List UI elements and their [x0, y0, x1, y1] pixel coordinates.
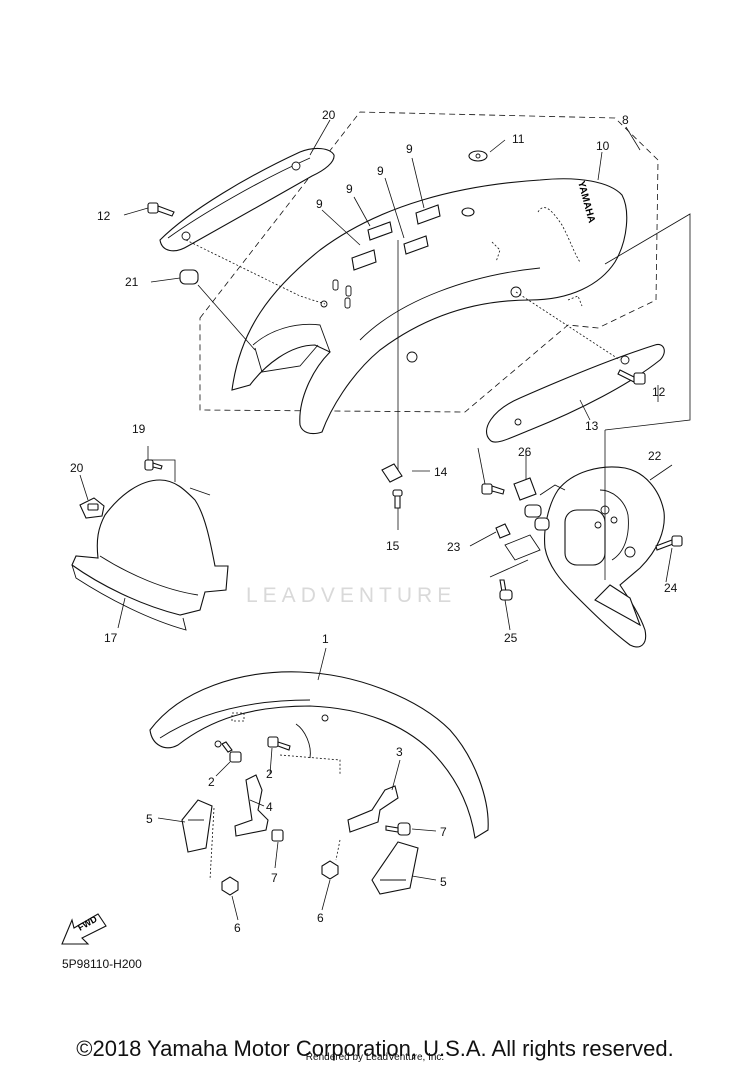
reflector-left[interactable]: [181, 799, 213, 853]
right-side-rail[interactable]: [485, 343, 665, 443]
grommet[interactable]: [179, 269, 199, 285]
callout-13: 13: [585, 419, 599, 433]
callout-12-right: 12: [652, 385, 666, 399]
copyright-notice: ©2018 Yamaha Motor Corporation, U.S.A. A…: [76, 1036, 674, 1061]
callout-labels: 20 8 10 11 9 9 9 9 12 21 12 13 14 15 22 …: [70, 108, 678, 935]
left-side-rail[interactable]: [159, 147, 335, 252]
callout-11: 11: [512, 132, 525, 146]
callout-20: 24: [664, 581, 678, 595]
callout-3: 3: [396, 745, 403, 759]
nut-6-left[interactable]: [221, 876, 239, 896]
callout-26: 20: [70, 461, 84, 475]
callout-14: 20: [322, 108, 336, 122]
callout-9-d: 9: [316, 197, 323, 211]
license-light-pieces: [524, 484, 566, 531]
bracket-4[interactable]: [234, 774, 269, 837]
leadventure-watermark: LEADVENTURE: [246, 584, 457, 607]
bracket-19[interactable]: [495, 523, 541, 561]
callout-18: 22: [648, 449, 662, 463]
reflector-labels[interactable]: [351, 204, 441, 271]
callout-17: 21: [125, 275, 139, 289]
callout-2-right: 2: [266, 767, 273, 781]
callout-10: 10: [596, 139, 610, 153]
callout-2-left: 2: [208, 775, 215, 789]
bolt-left-rail[interactable]: [147, 202, 175, 217]
screw-23[interactable]: [481, 483, 505, 495]
callout-16: 15: [386, 539, 400, 553]
bolt-21[interactable]: [499, 579, 513, 601]
callout-6-right: 6: [317, 911, 324, 925]
bolt-2-right[interactable]: [267, 736, 291, 751]
callout-4: 4: [266, 800, 273, 814]
callout-19: 23: [447, 540, 461, 554]
callout-21: 25: [504, 631, 518, 645]
leader-lines: [79, 119, 691, 921]
rendered-by-notice: Rendered by LeadVenture, Inc.: [305, 1052, 445, 1063]
bolt-7-left[interactable]: [271, 829, 284, 842]
callout-9-c: 9: [346, 182, 353, 196]
clip-nut[interactable]: [381, 463, 403, 483]
callout-1: 1: [322, 632, 329, 646]
callout-7-left: 7: [271, 871, 278, 885]
mud-flap[interactable]: [71, 479, 229, 631]
front-fender[interactable]: [149, 671, 489, 839]
callout-9-b: 9: [377, 164, 384, 178]
bolt-right-rail[interactable]: [617, 369, 646, 385]
bolt-20[interactable]: [655, 535, 683, 551]
callout-22: 26: [518, 445, 532, 459]
clip-26[interactable]: [79, 497, 105, 519]
callout-5-right: 5: [440, 875, 447, 889]
callout-6-left: 6: [234, 921, 241, 935]
screw-16[interactable]: [392, 489, 403, 509]
screw-25[interactable]: [144, 459, 163, 471]
bolt-2-left[interactable]: [221, 741, 242, 763]
callout-15: 14: [434, 465, 448, 479]
fwd-arrow-icon: FWD: [61, 913, 107, 945]
callout-12-left: 12: [97, 209, 111, 223]
rear-fender[interactable]: YAMAHA: [231, 178, 628, 435]
callout-24: 17: [104, 631, 118, 645]
bracket-guide: [279, 754, 341, 775]
callout-7-right: 7: [440, 825, 447, 839]
tail-light-assembly[interactable]: [544, 466, 665, 648]
reflector-right[interactable]: [371, 841, 419, 895]
bracket-3[interactable]: [347, 785, 399, 833]
diagram-code: 5P98110-H200: [62, 957, 142, 971]
cable-clamp-22[interactable]: [513, 477, 537, 501]
callout-25: 19: [132, 422, 146, 436]
bolt-7-right[interactable]: [385, 822, 411, 836]
nut-6-right[interactable]: [321, 860, 339, 880]
callout-8: 8: [622, 113, 629, 127]
callout-5-left: 5: [146, 812, 153, 826]
callout-9-a: 9: [406, 142, 413, 156]
